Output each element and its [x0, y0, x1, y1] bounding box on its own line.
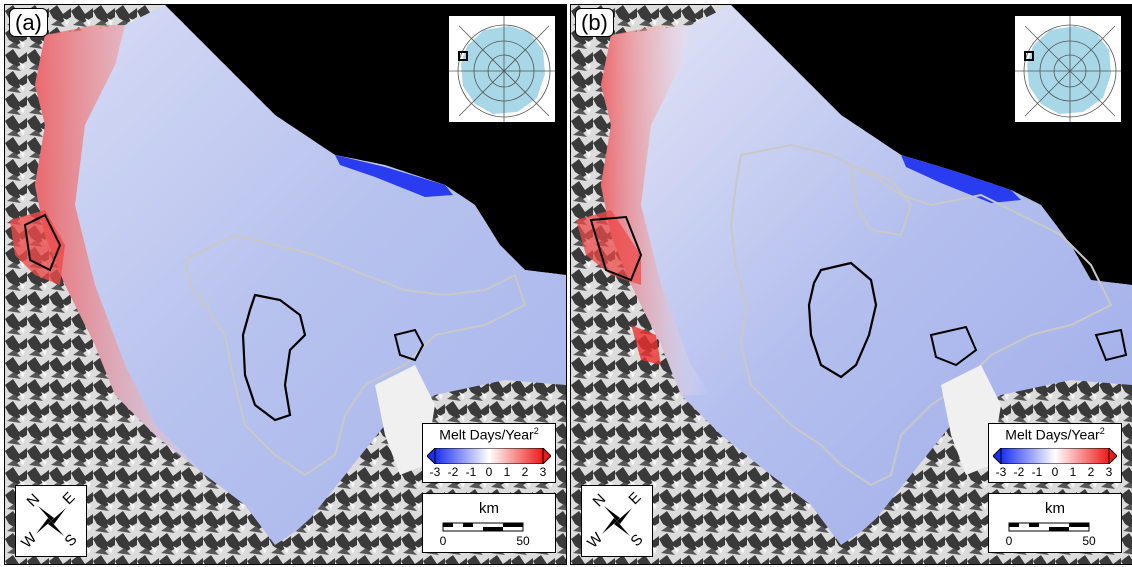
positive-spot-b: [631, 325, 661, 365]
scale-bar: km 0 50: [422, 493, 556, 553]
ice-rise-a: [375, 365, 435, 475]
legend-tick: 1: [1069, 465, 1077, 479]
locator-map: [449, 16, 555, 122]
black-contour-small-b: [929, 325, 978, 367]
scale-start: 0: [439, 534, 447, 548]
compass-icon: [36, 506, 66, 536]
legend-tick: -3: [429, 465, 441, 479]
strong-negative-zone-b: [901, 155, 1021, 203]
panel-label: (a): [9, 8, 48, 37]
study-area-marker: [1024, 51, 1034, 61]
color-legend: Melt Days/Year2 -3 -2 -1 0 1 2 3: [422, 423, 556, 483]
black-contour-west-b: [589, 215, 643, 282]
color-legend: Melt Days/Year2 -3 -2 -1 0 1 2 3: [988, 423, 1122, 483]
black-contour-small-a: [393, 328, 425, 362]
legend-title: Melt Days/Year2: [439, 426, 539, 443]
positive-trend-zone-b: [601, 25, 711, 395]
legend-tick: -3: [995, 465, 1007, 479]
legend-tick: 3: [539, 465, 547, 479]
map-panel-a: (a) Melt Days/Year2: [4, 4, 567, 565]
strong-negative-zone-a: [335, 155, 453, 197]
black-contour-main-b: [807, 261, 878, 379]
legend-tick: 2: [1087, 465, 1095, 479]
legend-tick: 3: [1105, 465, 1113, 479]
legend-tick: 0: [1051, 465, 1059, 479]
strong-positive-zone-b: [576, 210, 641, 285]
ice-shelf-a: [35, 5, 566, 545]
compass-icon: [602, 506, 632, 536]
legend-tick: -2: [1013, 465, 1025, 479]
legend-tick: -1: [1031, 465, 1043, 479]
black-contour-west-a: [23, 213, 62, 272]
black-contour-east-b: [1094, 328, 1128, 362]
ice-rise-b: [941, 365, 1001, 475]
legend-tick: 2: [521, 465, 529, 479]
compass-rose: N E S W: [581, 485, 653, 557]
legend-tick: 1: [503, 465, 511, 479]
colorbar: [427, 448, 551, 464]
black-contour-main-a: [241, 293, 307, 422]
scale-bar-graphic: [1008, 522, 1090, 532]
antarctica-locator-inset: [448, 15, 556, 123]
colorbar: [993, 448, 1117, 464]
antarctica-locator-inset: [1014, 15, 1122, 123]
gray-contour-inner-b: [849, 163, 913, 237]
scale-start: 0: [1005, 534, 1013, 548]
legend-title: Melt Days/Year2: [1005, 426, 1105, 443]
legend-tick: 0: [485, 465, 493, 479]
panel-label: (b): [575, 8, 614, 37]
scale-end: 50: [516, 534, 530, 548]
scale-unit: km: [479, 500, 499, 517]
scale-end: 50: [1082, 534, 1096, 548]
legend-tick: -2: [447, 465, 459, 479]
positive-trend-zone-a: [35, 25, 235, 505]
study-area-marker: [458, 51, 468, 61]
scale-bar-graphic: [442, 522, 524, 532]
compass-rose: N E S W: [15, 485, 87, 557]
scale-unit: km: [1045, 500, 1065, 517]
legend-tick: -1: [465, 465, 477, 479]
locator-map: [1015, 16, 1121, 122]
scale-bar: km 0 50: [988, 493, 1122, 553]
map-panel-b: (b) Melt Days/Year2: [570, 4, 1132, 565]
